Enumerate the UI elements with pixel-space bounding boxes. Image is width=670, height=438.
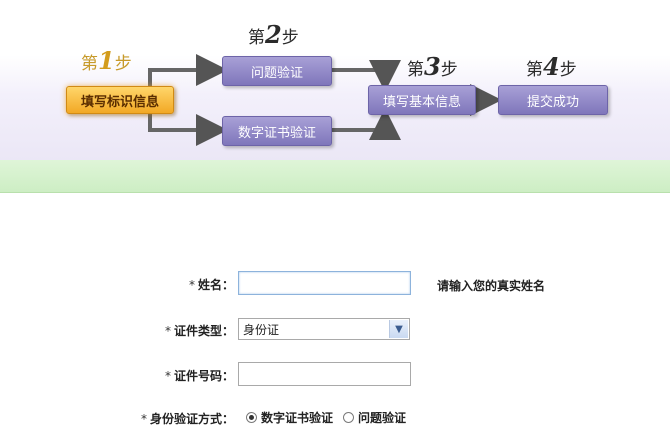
radio-cert-verify-label[interactable]: 数字证书验证 bbox=[261, 411, 334, 425]
step1-label: 第1步 bbox=[81, 46, 132, 75]
id-type-selected: 身份证 bbox=[243, 322, 280, 337]
step2-label: 第2步 bbox=[248, 20, 299, 49]
arrow-step1-to-question bbox=[148, 54, 228, 86]
chevron-down-icon[interactable]: ▼ bbox=[389, 320, 408, 338]
radio-cert-verify[interactable] bbox=[246, 412, 257, 423]
radio-question-verify[interactable] bbox=[343, 412, 355, 423]
arrow-question-to-step3 bbox=[330, 60, 401, 92]
step4-box: 提交成功 bbox=[498, 85, 608, 115]
step3-box: 填写基本信息 bbox=[368, 85, 476, 115]
name-label-row: *姓名： bbox=[150, 276, 234, 293]
id-number-label-row: *证件号码： bbox=[130, 367, 234, 384]
step-flow-arrows bbox=[148, 54, 502, 146]
step4-label: 第4步 bbox=[526, 52, 577, 81]
verify-method-label-row: *身份验证方式： bbox=[100, 410, 234, 427]
id-number-input[interactable] bbox=[238, 362, 411, 386]
arrow-cert-to-step3 bbox=[330, 108, 401, 140]
id-number-label: *证件号码： bbox=[164, 369, 234, 383]
step2-question-box: 问题验证 bbox=[222, 56, 332, 86]
verify-method-options: 数字证书验证 问题验证 bbox=[246, 409, 416, 426]
name-label: *姓名： bbox=[188, 278, 234, 292]
step2-cert-box: 数字证书验证 bbox=[222, 116, 332, 146]
id-type-label-row: *证件类型： bbox=[130, 322, 234, 339]
step3-label: 第3步 bbox=[407, 52, 458, 81]
name-input[interactable] bbox=[238, 271, 411, 295]
id-type-select[interactable]: 身份证 ▼ bbox=[238, 318, 410, 340]
step1-box: 填写标识信息 bbox=[66, 86, 174, 114]
arrow-step1-to-cert bbox=[148, 112, 228, 146]
step-banner bbox=[0, 0, 670, 160]
name-hint: 请输入您的真实姓名 bbox=[437, 279, 546, 293]
radio-question-verify-label[interactable]: 问题验证 bbox=[358, 411, 407, 425]
verify-method-label: *身份验证方式： bbox=[140, 412, 234, 426]
id-type-label: *证件类型： bbox=[164, 324, 234, 338]
green-divider-bar bbox=[0, 160, 670, 193]
